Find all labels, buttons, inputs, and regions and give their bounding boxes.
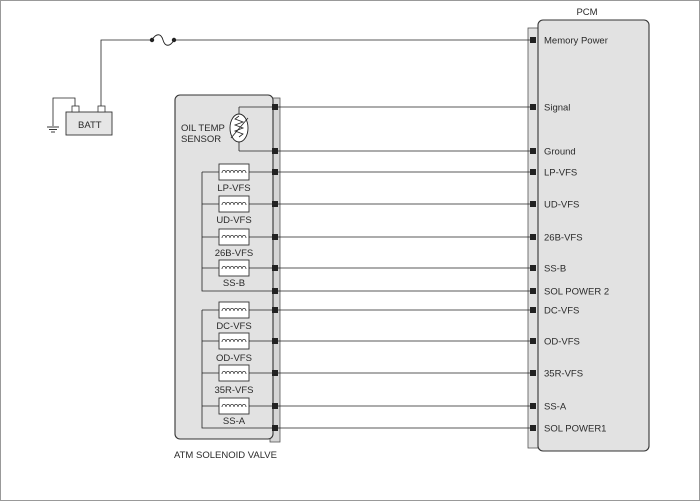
solenoid-label: UD-VFS: [216, 215, 251, 226]
pcm-pin-label: UD-VFS: [544, 200, 579, 211]
solenoid-lp-vfs: LP-VFS: [202, 163, 275, 194]
valve-pin-connector: [272, 307, 278, 313]
pcm-pin-label: SS-B: [544, 264, 566, 275]
battery-circuit: BATT: [47, 34, 536, 136]
sol-power1-bus: [201, 310, 275, 429]
valve-pin-connector: [272, 201, 278, 207]
sensor-label-line2: SENSOR: [181, 134, 221, 145]
solenoid-label: DC-VFS: [216, 321, 251, 332]
solenoid-dc-vfs: DC-VFS: [202, 301, 275, 332]
pcm-pin-connector: [530, 403, 536, 409]
pcm-pin-label: OD-VFS: [544, 337, 580, 348]
solenoid-ss-b: SS-B: [202, 259, 275, 289]
battery-box: [65, 111, 113, 136]
coil-symbol: [221, 170, 247, 174]
pcm-pin-connector: [530, 37, 536, 43]
pcm-pin-connector: [530, 307, 536, 313]
sol-power2-bus: [201, 172, 275, 292]
solenoid-label: OD-VFS: [216, 353, 252, 364]
solenoid-ud-vfs: UD-VFS: [202, 195, 275, 226]
pcm-pin-label: SS-A: [544, 402, 567, 413]
valve-pin-connector: [272, 370, 278, 376]
solenoid-label: LP-VFS: [217, 183, 250, 194]
solenoid-label: 26B-VFS: [215, 248, 254, 259]
coil-symbol: [221, 371, 247, 375]
coil-symbol: [221, 308, 247, 312]
solenoid-od-vfs: OD-VFS: [202, 332, 275, 364]
coil-symbol: [221, 266, 247, 270]
pcm-pin-connector: [530, 148, 536, 154]
pcm-pin-label: Signal: [544, 103, 570, 114]
battery-label: BATT: [78, 120, 102, 131]
pcm-pin-connector: [530, 104, 536, 110]
pcm-pin-label: SOL POWER1: [544, 424, 606, 435]
pcm-pin-connector: [530, 265, 536, 271]
valve-pin-connector: [272, 265, 278, 271]
solenoid-group: LP-VFS UD-VFS 26B-VFS SS-B DC-VFS OD-VFS 35R-V…: [202, 163, 275, 427]
pcm-title: PCM: [576, 7, 597, 18]
pcm-pin-label: 35R-VFS: [544, 369, 583, 380]
valve-title: ATM SOLENOID VALVE: [174, 450, 277, 461]
pcm-pin-connector: [530, 201, 536, 207]
valve-pin-connector: [272, 104, 278, 110]
valve-pin-connector: [272, 288, 278, 294]
oil-temp-sensor: OIL TEMP SENSOR: [181, 106, 275, 152]
sensor-label-line1: OIL TEMP: [181, 123, 225, 134]
solenoid-ss-a: SS-A: [202, 397, 275, 427]
pcm-box: [537, 19, 650, 452]
pcm-pin-label: 26B-VFS: [544, 233, 583, 244]
pcm-pin-connector: [530, 338, 536, 344]
pcm-pin-label: Ground: [544, 147, 576, 158]
valve-pin-connector: [272, 169, 278, 175]
pcm-pin-label: Memory Power: [544, 36, 608, 47]
pcm-pin-connector: [530, 370, 536, 376]
pcm-pin-connector: [530, 425, 536, 431]
solenoid-label: SS-A: [223, 416, 246, 427]
pcm-pin-label: LP-VFS: [544, 168, 577, 179]
valve-pin-connector: [272, 403, 278, 409]
harness-wires: [272, 104, 536, 431]
solenoid-26b-vfs: 26B-VFS: [202, 228, 275, 259]
coil-symbol: [221, 404, 247, 408]
pcm-module: PCM: [527, 7, 650, 452]
coil-symbol: [221, 235, 247, 239]
solenoid-label: SS-B: [223, 278, 245, 289]
pcm-pin-label: SOL POWER 2: [544, 287, 609, 298]
valve-pin-connector: [272, 234, 278, 240]
pcm-pin-connector: [530, 288, 536, 294]
fuse-symbol: [151, 34, 175, 46]
valve-pin-connector: [272, 148, 278, 154]
pcm-pin-connector: [530, 169, 536, 175]
pcm-pin-connector: [530, 234, 536, 240]
pcm-pin-label: DC-VFS: [544, 306, 579, 317]
valve-pin-connector: [272, 338, 278, 344]
solenoid-35r-vfs: 35R-VFS: [202, 364, 275, 396]
solenoid-label: 35R-VFS: [214, 385, 253, 396]
valve-pin-connector: [272, 425, 278, 431]
coil-symbol: [221, 202, 247, 206]
coil-symbol: [221, 339, 247, 343]
